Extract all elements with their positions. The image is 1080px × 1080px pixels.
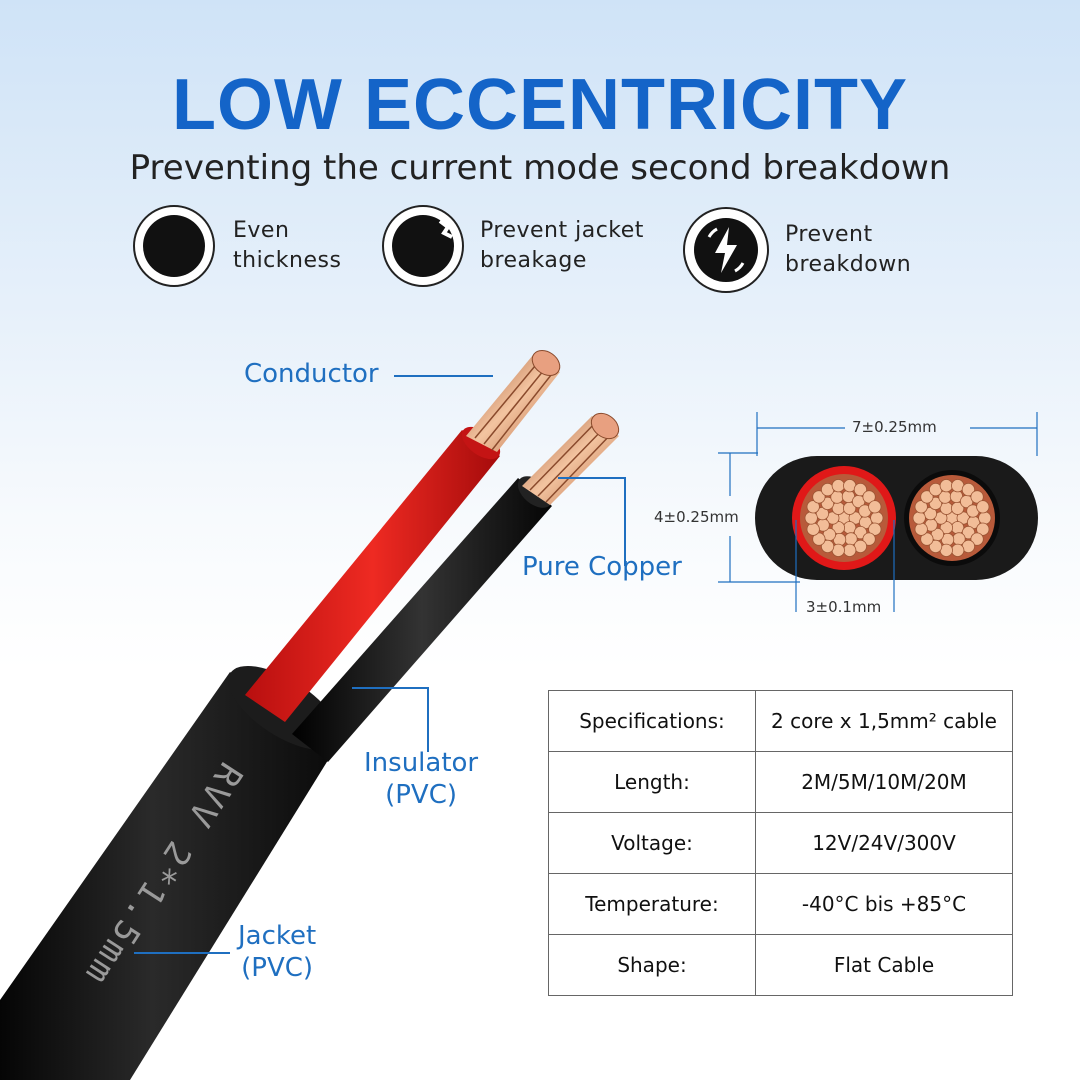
table-row: Specifications: 2 core x 1,5mm² cable bbox=[548, 690, 1013, 752]
copper-strand bbox=[820, 539, 835, 554]
feature-label-line: Prevent jacket bbox=[480, 218, 644, 243]
spec-label: Voltage: bbox=[548, 812, 756, 874]
table-row: Temperature: -40°C bis +85°C bbox=[548, 873, 1013, 935]
table-row: Shape: Flat Cable bbox=[548, 934, 1013, 996]
page-title: LOW ECCENTRICITY bbox=[172, 65, 908, 145]
copper-strand bbox=[976, 500, 990, 514]
pure-copper-label: Pure Copper bbox=[522, 552, 682, 582]
copper-strand bbox=[806, 522, 820, 536]
copper-strand bbox=[804, 511, 818, 525]
copper-strand bbox=[920, 532, 934, 546]
cable-cross-section bbox=[755, 456, 1038, 580]
spec-value: -40°C bis +85°C bbox=[755, 873, 1013, 935]
callout-leaders bbox=[134, 375, 626, 954]
jacket-label: Jacket (PVC) bbox=[238, 920, 316, 984]
black-core-copper-strands bbox=[522, 412, 620, 505]
copper-strand bbox=[939, 479, 953, 493]
table-row: Length: 2M/5M/10M/20M bbox=[548, 751, 1013, 813]
dimension-width-label: 7±0.25mm bbox=[852, 418, 937, 436]
spec-table: Specifications: 2 core x 1,5mm² cable Le… bbox=[548, 690, 1013, 996]
copper-strand bbox=[920, 490, 934, 504]
copper-strand bbox=[812, 490, 826, 504]
copper-strand bbox=[970, 532, 984, 546]
copper-strands-left bbox=[804, 479, 884, 557]
copper-strand bbox=[853, 482, 868, 497]
feature-label-line: Prevent bbox=[785, 222, 873, 247]
spec-value: 12V/24V/300V bbox=[755, 812, 1013, 874]
copper-strand bbox=[914, 500, 928, 514]
copper-strand bbox=[868, 500, 882, 514]
red-core-copper-strands bbox=[466, 349, 561, 452]
feature-prevent-jacket-breakage: Prevent jacket breakage bbox=[382, 205, 644, 287]
conductor-label: Conductor bbox=[244, 359, 379, 389]
copper-strand bbox=[951, 543, 965, 557]
insulator-label-line: Insulator bbox=[364, 748, 479, 778]
feature-label-line: Even bbox=[233, 218, 290, 243]
insulator-label-line: (PVC) bbox=[385, 780, 458, 810]
feature-label: Prevent breakdown bbox=[785, 220, 911, 280]
copper-strand bbox=[862, 532, 876, 546]
feature-prevent-breakdown: Prevent breakdown bbox=[683, 207, 911, 293]
jacket-label-line: Jacket bbox=[238, 921, 317, 951]
spec-value: 2M/5M/10M/20M bbox=[755, 751, 1013, 813]
spec-value: Flat Cable bbox=[755, 934, 1013, 996]
spec-value: 2 core x 1,5mm² cable bbox=[755, 690, 1013, 752]
feature-label-line: breakage bbox=[480, 248, 587, 273]
copper-strand bbox=[928, 539, 943, 554]
spec-label: Temperature: bbox=[548, 873, 756, 935]
solid-circle-icon bbox=[133, 205, 215, 287]
copper-strands-right bbox=[912, 479, 992, 557]
copper-strand bbox=[868, 522, 882, 536]
spec-label: Specifications: bbox=[548, 690, 756, 752]
table-row: Voltage: 12V/24V/300V bbox=[548, 812, 1013, 874]
feature-label: Prevent jacket breakage bbox=[480, 216, 644, 276]
copper-strand bbox=[978, 511, 992, 525]
cracked-circle-icon bbox=[382, 205, 464, 287]
copper-strand bbox=[843, 543, 857, 557]
page-subtitle: Preventing the current mode second break… bbox=[129, 148, 951, 188]
copper-strand bbox=[831, 479, 845, 493]
dimension-lines bbox=[718, 412, 1038, 612]
feature-label-line: breakdown bbox=[785, 252, 912, 277]
feature-label-line: thickness bbox=[233, 248, 342, 273]
dimension-height-label: 4±0.25mm bbox=[654, 508, 739, 526]
lightning-bolt-icon bbox=[683, 207, 769, 293]
spec-label: Length: bbox=[548, 751, 756, 813]
copper-strand bbox=[976, 522, 990, 536]
copper-strand bbox=[870, 511, 884, 525]
copper-strand bbox=[812, 532, 826, 546]
jacket-label-line: (PVC) bbox=[241, 953, 314, 983]
dimension-core-label: 3±0.1mm bbox=[806, 598, 882, 616]
feature-label: Even thickness bbox=[233, 216, 341, 276]
copper-strand bbox=[970, 490, 984, 504]
copper-strand bbox=[806, 500, 820, 514]
spec-label: Shape: bbox=[548, 934, 756, 996]
copper-strand bbox=[961, 482, 976, 497]
insulator-label: Insulator (PVC) bbox=[364, 747, 478, 811]
feature-even-thickness: Even thickness bbox=[133, 205, 341, 287]
copper-strand bbox=[862, 490, 876, 504]
copper-strand bbox=[914, 522, 928, 536]
copper-strand bbox=[912, 511, 926, 525]
